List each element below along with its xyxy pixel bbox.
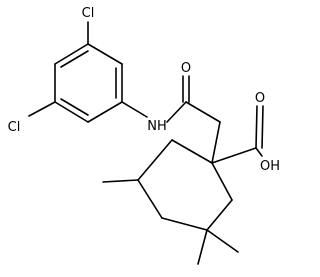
bond-acid-c-o-1	[255, 105, 258, 149]
bond-carbonyl-ch2	[185, 101, 221, 123]
atom-label-cl-top: Cl	[82, 6, 95, 21]
ring-bond-c4-c5	[161, 217, 208, 231]
atom-label-o-acid: O	[255, 91, 265, 106]
bond-ring-nh	[121, 101, 148, 118]
atom-label-oh: OH	[260, 159, 280, 174]
bond-quaternary-acid-c	[211, 147, 257, 164]
bond-methyl-1	[102, 179, 139, 183]
ring-bond-q-c2	[171, 139, 213, 164]
dichlorophenyl-ring	[54, 43, 123, 123]
atom-label-o-amide: O	[181, 61, 191, 76]
ring-double-bond-inner	[60, 50, 89, 68]
bond-methyl-3	[206, 229, 239, 253]
ring-bond-c6-q	[211, 162, 233, 201]
cyclohexane-ring	[137, 139, 233, 231]
bond-ring-cl-left	[28, 101, 56, 117]
ring-bond-c6-c1	[54, 43, 89, 65]
ring-bond-c4-c5	[54, 101, 89, 123]
atom-label-nh: NH	[147, 119, 167, 134]
atom-label-cl-left: Cl	[8, 120, 21, 135]
bond-ch2-quaternary	[211, 121, 221, 164]
ring-bond-c2-c3	[137, 139, 173, 181]
bond-methyl-2	[197, 229, 208, 265]
ring-bond-c5-c6	[206, 199, 233, 231]
ring-bond-c3-c4	[137, 179, 163, 219]
ring-bond-c3-c4	[87, 101, 123, 123]
bond-acid-c-oh	[255, 147, 263, 157]
bond-acid-c-o-2	[261, 105, 264, 149]
ring-double-bond-inner	[60, 98, 89, 116]
chemical-structure: Cl Cl NH O OH O	[8, 6, 280, 265]
bond-nh-carbonyl	[166, 101, 187, 123]
ring-bond-c1-c2	[87, 43, 123, 65]
